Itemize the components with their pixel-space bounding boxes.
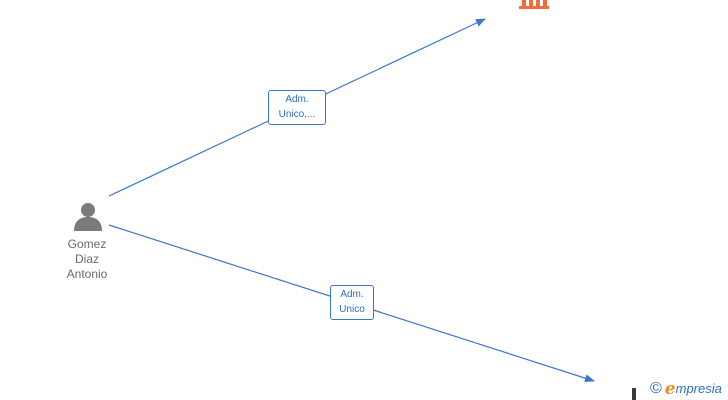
- partial-node-marker: [632, 388, 636, 400]
- person-icon[interactable]: [72, 201, 104, 231]
- edge-label-adm-unico-bottom[interactable]: Adm. Unico: [330, 285, 374, 320]
- person-name[interactable]: Gomez Diaz Antonio: [52, 237, 122, 282]
- empresia-watermark: © e mpresia: [650, 379, 722, 399]
- company-building-icon[interactable]: [516, 0, 552, 10]
- brand-logo-e: e: [664, 379, 676, 399]
- edge-label-line: Unico,...: [278, 109, 316, 120]
- person-name-line: Diaz: [74, 252, 99, 266]
- person-name-line: Antonio: [66, 267, 108, 281]
- edge-label-line: Adm.: [340, 289, 364, 300]
- edge-label-adm-unico-top[interactable]: Adm. Unico,...: [268, 90, 326, 125]
- copyright-icon: ©: [650, 380, 662, 397]
- edge-label-line: Adm.: [285, 94, 309, 105]
- person-name-line: Gomez: [67, 237, 107, 251]
- brand-logo-text: mpresia: [675, 381, 722, 396]
- edge-label-line: Unico: [339, 304, 365, 315]
